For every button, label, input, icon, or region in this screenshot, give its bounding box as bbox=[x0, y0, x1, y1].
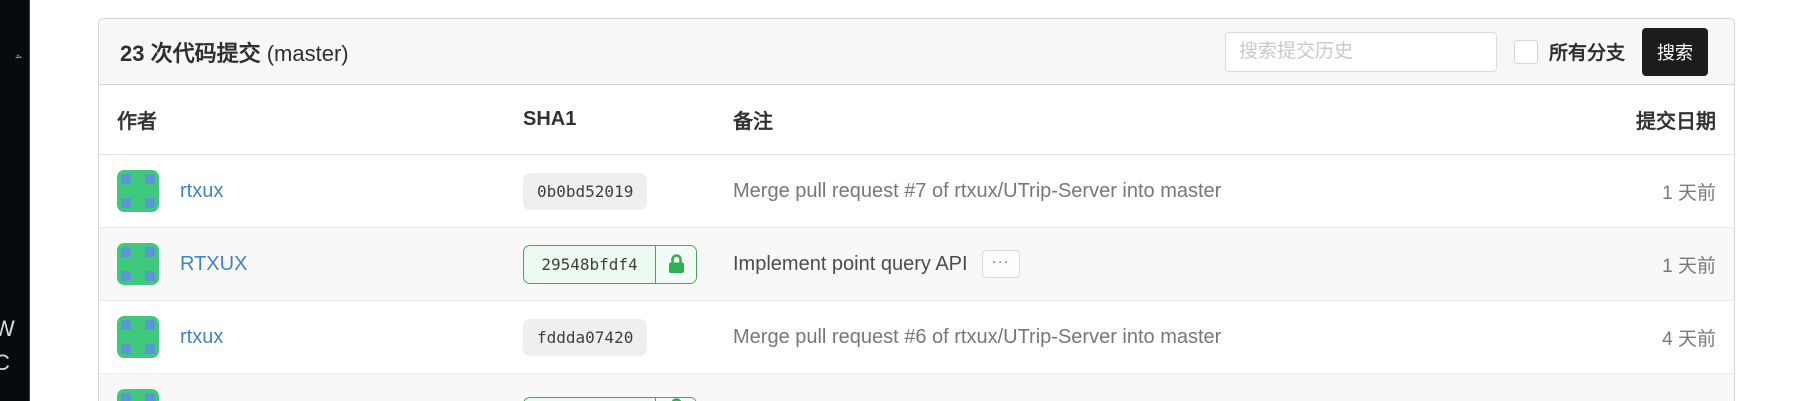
column-header-date: 提交日期 bbox=[1636, 111, 1716, 133]
commit-table: 作者 SHA1 备注 提交日期 rtxux 0b0bd52019 M bbox=[99, 85, 1734, 401]
search-commits-input[interactable] bbox=[1224, 31, 1497, 72]
lock-icon bbox=[655, 398, 696, 401]
sha-cell: fddda07420 bbox=[523, 318, 733, 356]
message-cell: Merge pull request #7 of rtxux/UTrip-Ser… bbox=[733, 180, 1546, 203]
search-button[interactable]: 搜索 bbox=[1642, 27, 1708, 76]
author-link[interactable]: rtxux bbox=[180, 325, 224, 348]
author-cell: RTXUX bbox=[117, 243, 523, 285]
column-header-author: 作者 bbox=[117, 111, 157, 133]
commit-date: 1 天前 bbox=[1662, 182, 1716, 204]
table-row: rtxux fddda07420 Merge pull request #6 o… bbox=[99, 301, 1734, 374]
table-row: RTXUX 29548bfdf4 Implement point query A… bbox=[99, 228, 1734, 301]
author-cell: rtxux bbox=[117, 170, 523, 212]
author-cell: rtxux bbox=[117, 316, 523, 358]
author-link[interactable]: rtxux bbox=[180, 179, 224, 202]
background-glyph: C bbox=[0, 352, 10, 374]
all-branches-checkbox[interactable] bbox=[1513, 39, 1538, 64]
sha-cell: 29548bfdf4 bbox=[523, 244, 733, 284]
desktop-background-strip: W C 4 bbox=[0, 0, 30, 401]
sha-badge-verified[interactable]: 29548bfdf4 bbox=[523, 244, 697, 284]
all-branches-label: 所有分支 bbox=[1548, 43, 1625, 64]
commits-panel: 23 次代码提交 (master) 所有分支 搜索 作者 SHA1 备注 提交日… bbox=[98, 18, 1735, 401]
commit-message[interactable]: Implement point query API bbox=[733, 252, 968, 275]
table-row bbox=[99, 374, 1734, 401]
commit-date: 1 天前 bbox=[1662, 255, 1716, 277]
avatar[interactable] bbox=[117, 170, 159, 212]
column-header-sha: SHA1 bbox=[523, 108, 577, 130]
background-glyph: W bbox=[0, 318, 15, 340]
author-cell bbox=[117, 389, 523, 401]
avatar[interactable] bbox=[117, 316, 159, 358]
lock-icon bbox=[655, 245, 696, 283]
author-link[interactable]: RTXUX bbox=[180, 252, 248, 275]
sha-badge[interactable]: fddda07420 bbox=[523, 318, 648, 356]
sha-badge[interactable]: 0b0bd52019 bbox=[523, 172, 648, 210]
table-header-row: 作者 SHA1 备注 提交日期 bbox=[99, 85, 1734, 155]
avatar[interactable] bbox=[117, 243, 159, 285]
column-header-message: 备注 bbox=[733, 111, 773, 133]
sha-badge-verified[interactable] bbox=[523, 397, 697, 401]
sha-text: 29548bfdf4 bbox=[541, 254, 638, 274]
expand-commit-button[interactable]: ··· bbox=[981, 250, 1020, 278]
page-title: 23 次代码提交 (master) bbox=[120, 36, 349, 68]
sha-cell bbox=[523, 397, 733, 401]
message-cell: Implement point query API ··· bbox=[733, 250, 1546, 278]
commits-header-bar: 23 次代码提交 (master) 所有分支 搜索 bbox=[99, 19, 1734, 85]
sha-cell: 0b0bd52019 bbox=[523, 172, 733, 210]
commit-message[interactable]: Merge pull request #7 of rtxux/UTrip-Ser… bbox=[733, 179, 1222, 202]
avatar[interactable] bbox=[117, 389, 159, 401]
message-cell: Merge pull request #6 of rtxux/UTrip-Ser… bbox=[733, 326, 1546, 349]
branch-name-suffix: (master) bbox=[260, 40, 349, 66]
commit-count-title: 23 次代码提交 bbox=[120, 40, 261, 66]
background-micro-text: 4 bbox=[13, 54, 23, 59]
table-row: rtxux 0b0bd52019 Merge pull request #7 o… bbox=[99, 155, 1734, 228]
commit-date: 4 天前 bbox=[1662, 328, 1716, 350]
commit-message[interactable]: Merge pull request #6 of rtxux/UTrip-Ser… bbox=[733, 325, 1222, 348]
